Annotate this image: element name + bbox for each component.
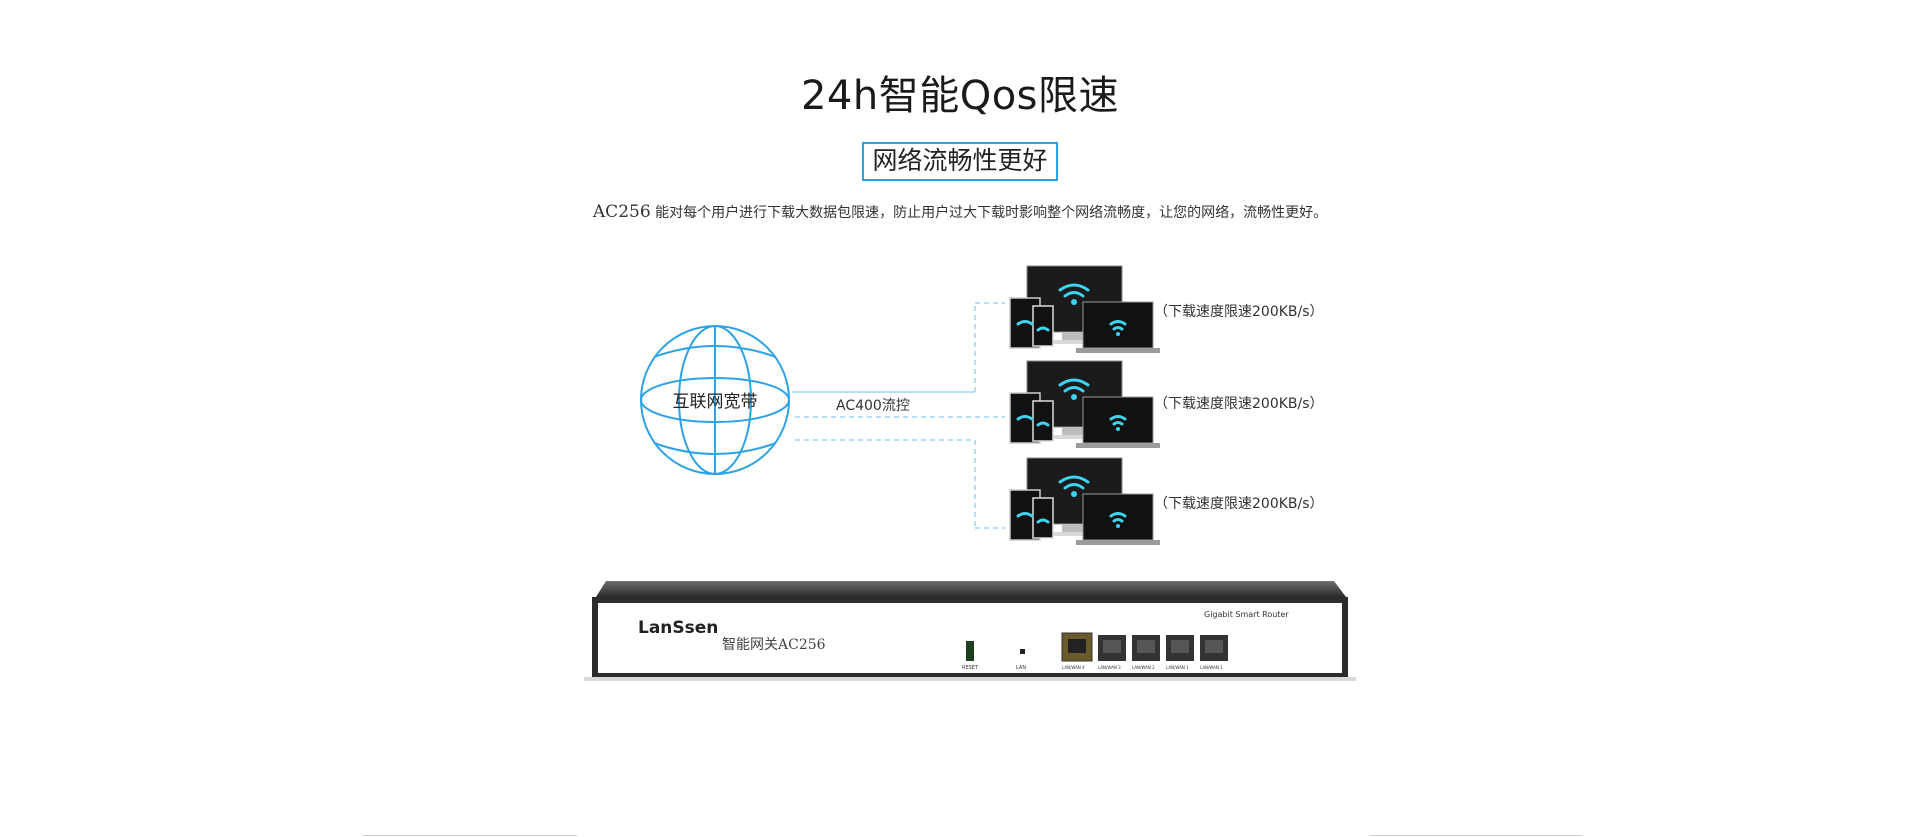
router-reset-label: RESET bbox=[962, 665, 979, 671]
router-lan-label: LAN bbox=[1016, 665, 1026, 671]
device-cluster-icon bbox=[1009, 360, 1160, 448]
description-text: 能对每个用户进行下载大数据包限速，防止用户过大下载时影响整个网络流畅度，让您的网… bbox=[650, 205, 1328, 221]
speed-label-2: （下载速度限速200KB/s） bbox=[1154, 396, 1324, 412]
port-label-3: LAN/WAN 2 bbox=[1132, 665, 1155, 670]
description-model: AC256 bbox=[592, 202, 651, 222]
client-device-group-1 bbox=[1009, 265, 1160, 353]
internet-label: 互联网宽带 bbox=[673, 392, 758, 412]
port-label-2: LAN/WAN 3 bbox=[1098, 665, 1121, 670]
router-top-label: Gigabit Smart Router bbox=[1204, 610, 1289, 619]
port-label-1: LAN/WAN 4 bbox=[1062, 665, 1085, 670]
port-label-5: LAN/WAN 1 bbox=[1200, 665, 1223, 670]
client-device-group-2 bbox=[1009, 360, 1160, 448]
connection-lines bbox=[792, 302, 1005, 529]
globe-icon bbox=[640, 325, 790, 475]
subtitle-container: 网络流畅性更好 bbox=[0, 142, 1920, 181]
router-brand: LanSsen bbox=[638, 618, 718, 638]
page-title: 24h智能Qos限速 bbox=[800, 73, 1120, 119]
device-cluster-icon bbox=[1009, 457, 1160, 545]
decorative-divider-right bbox=[1370, 835, 1582, 836]
decorative-divider-left bbox=[363, 835, 577, 836]
description: AC256 能对每个用户进行下载大数据包限速，防止用户过大下载时影响整个网络流畅… bbox=[0, 202, 1920, 223]
device-cluster-icon bbox=[1009, 265, 1160, 353]
subtitle-boxed: 网络流畅性更好 bbox=[862, 142, 1058, 181]
port-label-4: LAN/WAN 1 bbox=[1166, 665, 1189, 670]
router-model-label: 智能网关AC256 bbox=[722, 637, 826, 653]
router-device-image: LanSsen 智能网关AC256 Gigabit Smart Router R… bbox=[584, 581, 1356, 681]
ethernet-ports bbox=[1061, 632, 1228, 662]
speed-label-1: （下载速度限速200KB/s） bbox=[1154, 304, 1324, 320]
controller-label: AC400流控 bbox=[836, 398, 910, 414]
speed-label-3: （下载速度限速200KB/s） bbox=[1154, 496, 1324, 512]
client-device-group-3 bbox=[1009, 457, 1160, 545]
